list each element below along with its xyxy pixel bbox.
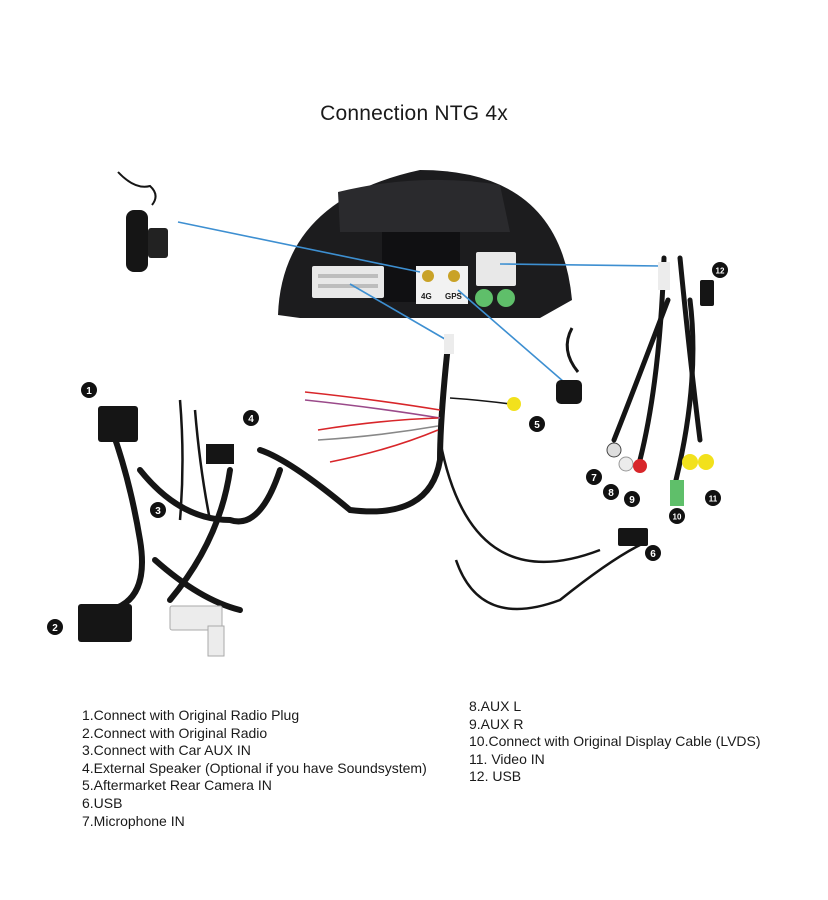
legend-item: 2.Connect with Original Radio — [82, 724, 268, 741]
marker-1: 1 — [81, 382, 97, 398]
camera-rca — [507, 397, 521, 411]
marker-9: 9 — [624, 491, 640, 507]
usb-harness-plug — [658, 262, 670, 290]
aux-l-rca — [618, 456, 634, 472]
svg-text:12: 12 — [716, 267, 725, 276]
svg-text:2: 2 — [52, 623, 58, 634]
legend-item: 10.Connect with Original Display Cable (… — [469, 733, 761, 750]
lte-port-label: 4G — [421, 292, 432, 301]
legend-item: 9.AUX R — [469, 715, 524, 732]
main-harness-cables — [107, 342, 451, 613]
display-harness-cables — [611, 255, 703, 483]
svg-text:8: 8 — [608, 488, 614, 499]
legend-item: 1.Connect with Original Radio Plug — [82, 707, 300, 723]
marker-7: 7 — [586, 469, 602, 485]
svg-text:10: 10 — [673, 513, 682, 522]
svg-text:9: 9 — [629, 495, 635, 506]
original-radio-connector — [78, 604, 132, 642]
legend-item: 8.AUX L — [469, 698, 522, 714]
lte-antenna-port — [422, 270, 434, 282]
aux-r-rca — [633, 459, 647, 473]
gps-port-label: GPS — [445, 292, 463, 301]
guide-lines — [177, 221, 661, 383]
svg-text:7: 7 — [591, 473, 597, 484]
legend-item: 3.Connect with Car AUX IN — [82, 742, 251, 759]
legend-item: 5.Aftermarket Rear Camera IN — [82, 777, 272, 794]
marker-3: 3 — [150, 502, 166, 518]
mic-jack — [606, 442, 622, 458]
marker-12: 12 — [712, 262, 728, 278]
marker-4: 4 — [243, 410, 259, 426]
diagram-title: Connection NTG 4x — [320, 102, 508, 125]
svg-text:4: 4 — [248, 414, 254, 425]
video-rca-2 — [698, 454, 714, 470]
white-connector-small — [207, 625, 225, 657]
aux-module — [206, 444, 234, 464]
head-unit-rear: 4G GPS — [278, 170, 572, 318]
lte-antenna — [117, 171, 168, 272]
usb-harness-socket — [476, 252, 516, 286]
marker-5: 5 — [529, 416, 545, 432]
lvds-port-a — [475, 289, 493, 307]
marker-10: 10 — [669, 508, 685, 524]
usb-connector-12 — [700, 280, 714, 306]
harness-plug — [444, 334, 454, 354]
legend-item: 11. Video IN — [469, 750, 545, 767]
marker-6: 6 — [645, 545, 661, 561]
svg-text:11: 11 — [709, 495, 718, 504]
svg-text:5: 5 — [534, 420, 540, 431]
legend-item: 4.External Speaker (Optional if you have… — [82, 759, 427, 776]
marker-8: 8 — [603, 484, 619, 500]
gps-antenna — [556, 327, 582, 404]
number-markers: 1 2 3 4 5 6 7 8 9 10 11 12 — [47, 262, 728, 635]
main-harness-socket — [312, 266, 384, 298]
gps-antenna-port — [448, 270, 460, 282]
usb-connector-6 — [618, 528, 648, 546]
video-rca-1 — [682, 454, 698, 470]
legend-item: 6.USB — [82, 794, 123, 811]
wiring-illustration: 4G GPS — [47, 170, 728, 657]
marker-2: 2 — [47, 619, 63, 635]
thin-cables — [178, 399, 641, 611]
marker-11: 11 — [705, 490, 721, 506]
legend-list-right: 8.AUX L 9.AUX R 10.Connect with Original… — [469, 698, 761, 786]
white-connectors — [169, 605, 223, 631]
legend-item: 12. USB — [469, 768, 522, 785]
speaker-wires — [304, 391, 511, 463]
radio-plug-connector — [98, 406, 138, 442]
svg-text:6: 6 — [650, 549, 656, 560]
lvds-connector — [670, 480, 684, 506]
legend-list-left: 1.Connect with Original Radio Plug 2.Con… — [82, 707, 427, 830]
lvds-port-b — [497, 289, 515, 307]
legend-item: 7.Microphone IN — [82, 812, 185, 829]
svg-text:1: 1 — [86, 386, 92, 397]
svg-text:3: 3 — [155, 506, 161, 517]
